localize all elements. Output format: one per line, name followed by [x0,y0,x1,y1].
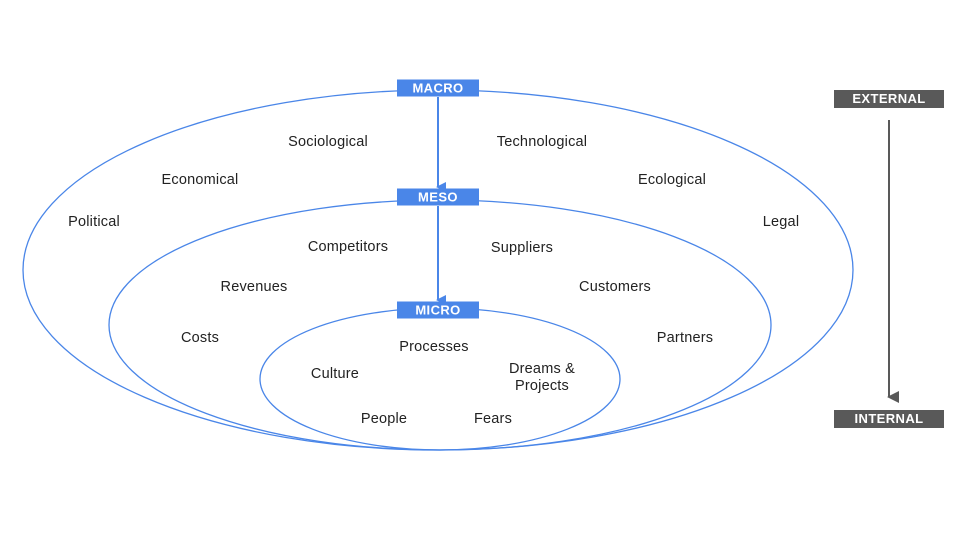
macro-factor-sociological: Sociological [288,134,368,150]
meso-factor-revenues: Revenues [220,279,288,295]
external-badge: EXTERNAL [834,90,944,108]
macro-factor-ecological: Ecological [637,172,707,188]
meso-factor-suppliers: Suppliers [490,240,554,256]
meso-factor-customers: Customers [579,279,651,295]
macro-badge: MACRO [397,79,479,97]
macro-factor-legal: Legal [762,214,800,230]
meso-factor-partners: Partners [656,330,714,346]
micro-factor-people: People [360,411,408,427]
meso-factor-costs: Costs [180,330,220,346]
micro-factor-processes: Processes [399,339,469,355]
internal-badge: INTERNAL [834,410,944,428]
meso-ellipse [108,199,772,451]
micro-badge: MICRO [397,301,479,319]
macro-factor-technological: Technological [496,134,588,150]
micro-factor-culture: Culture [310,366,360,382]
micro-factor-dreams-projects: Dreams & Projects [508,361,576,394]
meso-factor-competitors: Competitors [307,239,389,255]
meso-badge: MESO [397,188,479,206]
macro-factor-political: Political [68,214,120,230]
micro-factor-fears: Fears [473,411,513,427]
macro-factor-economical: Economical [161,172,239,188]
